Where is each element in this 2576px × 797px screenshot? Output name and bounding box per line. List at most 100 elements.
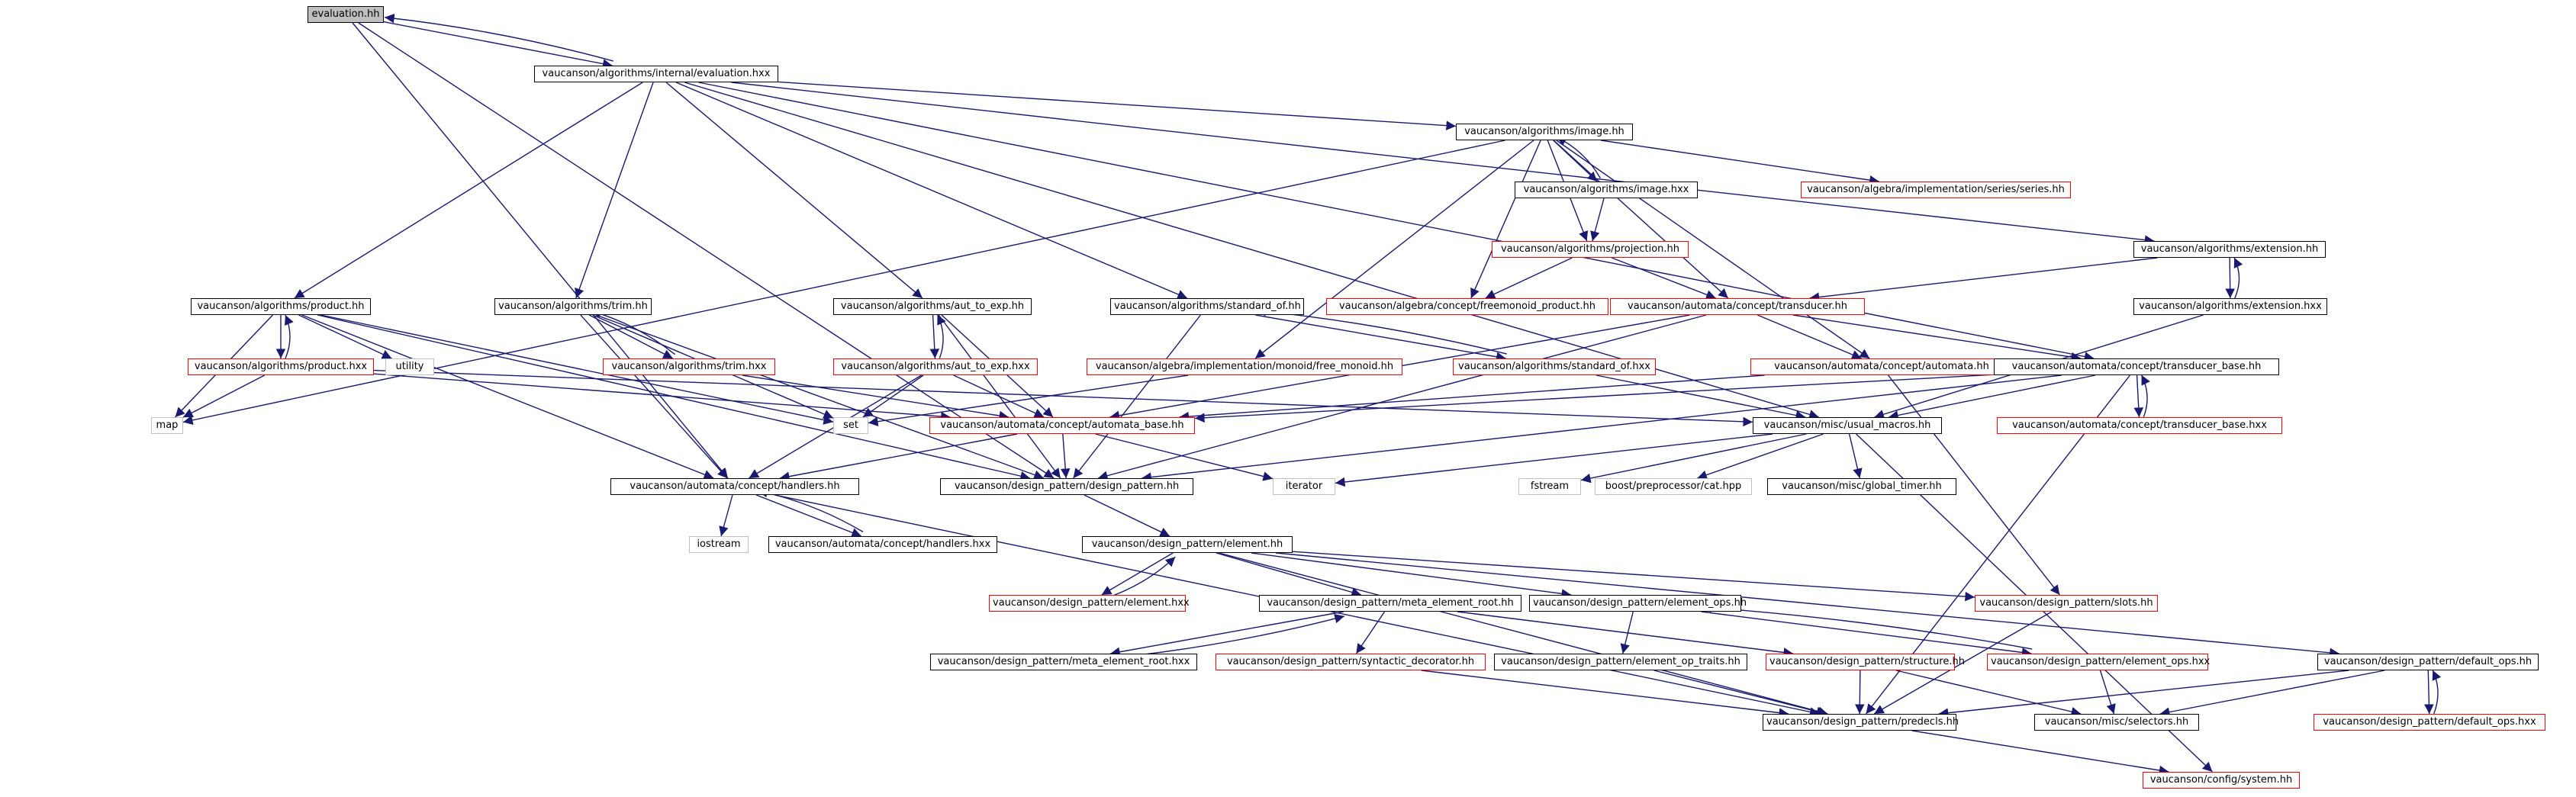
edge-element-hh-to-slots-hh <box>1292 551 1975 602</box>
edge-aut-to-exp-hh-to-aut-to-exp-hxx <box>929 314 940 359</box>
edge-element-ops-hh-to-element-ops-hxx <box>1701 611 2032 657</box>
edge-image-hh-to-series-hh <box>1601 140 1879 185</box>
edge-structure-hh-to-selectors-hh <box>1895 670 2082 717</box>
node-meta-element-root-hxx[interactable]: vaucanson/design_pattern/meta_element_ro… <box>930 654 1197 670</box>
node-handlers-hxx[interactable]: vaucanson/automata/concept/handlers.hxx <box>768 536 997 553</box>
edge-element-hh-to-element-ops-hh <box>1251 552 1572 599</box>
node-meta-element-root-hh[interactable]: vaucanson/design_pattern/meta_element_ro… <box>1259 595 1521 612</box>
edge-image-hh-to-freemonoid-product <box>1470 140 1541 299</box>
edge-predecls-hh-to-system-hh <box>1911 730 2169 776</box>
edge-eval-hxx-to-trim-hh <box>575 82 654 299</box>
edge-image-hxx-to-projection-hh <box>1590 198 1605 242</box>
node-eval-hxx[interactable]: vaucanson/algorithms/internal/evaluation… <box>534 66 778 82</box>
edge-product-hh-to-set <box>320 314 834 425</box>
node-product-hh[interactable]: vaucanson/algorithms/product.hh <box>191 298 371 315</box>
node-usual-macros-hh[interactable]: vaucanson/misc/usual_macros.hh <box>1753 417 1942 434</box>
node-freemonoid-product[interactable]: vaucanson/algebra/concept/freemonoid_pro… <box>1326 298 1608 315</box>
edge-standard-of-hh-to-standard-of-hxx <box>1255 314 1506 362</box>
edge-projection-hh-to-freemonoid-product <box>1485 257 1573 299</box>
node-automata-base-hh[interactable]: vaucanson/automata/concept/automata_base… <box>929 417 1195 434</box>
edge-transducer-base-hh-to-design-pattern-hh <box>1141 374 2062 482</box>
edge-eval-hxx-to-extension-hh <box>731 82 2155 245</box>
node-structure-hh[interactable]: vaucanson/design_pattern/structure.hh <box>1766 654 1965 670</box>
edge-handlers-hh-to-iostream <box>719 494 733 537</box>
node-transducer-base-hxx[interactable]: vaucanson/automata/concept/transducer_ba… <box>1997 417 2282 434</box>
edge-product-hxx-to-product-hh <box>285 314 294 359</box>
node-design-pattern-hh[interactable]: vaucanson/design_pattern/design_pattern.… <box>940 478 1193 495</box>
edge-product-hh-to-handlers-hh <box>301 314 714 480</box>
edge-meta-element-root-hxx-to-meta-element-root-hh <box>1111 613 1345 659</box>
edge-product-hxx-to-map <box>182 374 266 418</box>
edge-meta-element-root-hh-to-syntactic-decorator <box>1355 611 1386 654</box>
node-transducer-base-hh[interactable]: vaucanson/automata/concept/transducer_ba… <box>1994 358 2279 375</box>
edge-root-to-eval-hxx <box>383 21 613 69</box>
edge-image-hxx-to-image-hh <box>1556 136 1601 178</box>
node-projection-hh[interactable]: vaucanson/algorithms/projection.hh <box>1492 241 1689 258</box>
edge-root-to-design-pattern-hh <box>358 22 1055 479</box>
edge-image-hh-to-map <box>182 140 1505 426</box>
edge-meta-element-root-hh-to-structure-hh <box>1457 611 1794 657</box>
node-element-op-traits[interactable]: vaucanson/design_pattern/element_op_trai… <box>1494 654 1747 670</box>
node-automata-hh[interactable]: vaucanson/automata/concept/automata.hh <box>1750 358 2013 375</box>
node-element-ops-hxx[interactable]: vaucanson/design_pattern/element_ops.hxx <box>1987 654 2210 670</box>
node-trim-hxx[interactable]: vaucanson/algorithms/trim.hxx <box>603 358 775 375</box>
node-syntactic-decorator[interactable]: vaucanson/design_pattern/syntactic_decor… <box>1216 654 1486 670</box>
node-boost-cat: boost/preprocessor/cat.hpp <box>1595 478 1752 495</box>
edge-element-ops-hxx-to-selectors-hh <box>2099 670 2116 715</box>
edge-product-hxx-to-usual-macros-hh <box>373 369 1753 427</box>
node-extension-hxx[interactable]: vaucanson/algorithms/extension.hxx <box>2133 298 2327 315</box>
node-extension-hh[interactable]: vaucanson/algorithms/extension.hh <box>2133 241 2326 258</box>
node-image-hh[interactable]: vaucanson/algorithms/image.hh <box>1456 124 1633 140</box>
edge-element-hh-to-predecls-hh <box>1219 552 1828 716</box>
node-global-timer[interactable]: vaucanson/misc/global_timer.hh <box>1767 478 1956 495</box>
node-standard-of-hh[interactable]: vaucanson/algorithms/standard_of.hh <box>1110 298 1304 315</box>
node-transducer-hh[interactable]: vaucanson/automata/concept/transducer.hh <box>1610 298 1865 315</box>
node-selectors-hh[interactable]: vaucanson/misc/selectors.hh <box>2034 714 2199 731</box>
edge-element-hh-to-default-ops-hh <box>1276 552 2339 658</box>
node-slots-hh[interactable]: vaucanson/design_pattern/slots.hh <box>1975 595 2158 612</box>
node-element-hxx[interactable]: vaucanson/design_pattern/element.hxx <box>989 595 1190 612</box>
node-aut-to-exp-hh[interactable]: vaucanson/algorithms/aut_to_exp.hh <box>833 298 1032 315</box>
edge-trim-hh-to-design-pattern-hh <box>595 314 1045 480</box>
edge-default-ops-hh-to-predecls-hh <box>1938 670 2349 718</box>
node-default-ops-hh[interactable]: vaucanson/design_pattern/default_ops.hh <box>2317 654 2539 670</box>
edge-image-hh-to-automata-hh <box>1556 140 1870 359</box>
node-series-hh[interactable]: vaucanson/algebra/implementation/series/… <box>1801 182 2071 198</box>
node-iostream: iostream <box>689 536 749 553</box>
edge-eval-hxx-to-product-hh <box>294 82 643 299</box>
edge-aut-to-exp-hxx-to-set <box>862 374 924 418</box>
node-free-monoid-hh[interactable]: vaucanson/algebra/implementation/monoid/… <box>1087 358 1402 375</box>
edge-product-hh-to-utility <box>298 314 392 359</box>
node-predecls-hh[interactable]: vaucanson/design_pattern/predecls.hh <box>1763 714 1959 731</box>
node-image-hxx[interactable]: vaucanson/algorithms/image.hxx <box>1515 182 1698 198</box>
edge-slots-hh-to-predecls-hh <box>1873 611 2053 715</box>
node-standard-of-hxx[interactable]: vaucanson/algorithms/standard_of.hxx <box>1453 358 1656 375</box>
edge-element-hh-to-meta-element-root-hh <box>1216 552 1362 597</box>
edge-root-to-handlers-hh <box>352 22 729 479</box>
edge-transducer-base-hh-to-automata-base-hh <box>1194 374 1995 423</box>
edge-transducer-hh-to-transducer-base-hh <box>1792 314 2082 362</box>
edge-aut-to-exp-hxx-to-aut-to-exp-hh <box>936 314 946 358</box>
node-element-hh[interactable]: vaucanson/design_pattern/element.hh <box>1082 536 1293 553</box>
edge-projection-hh-to-transducer-hh <box>1612 257 1716 300</box>
edge-element-ops-hh-to-element-op-traits <box>1620 611 1634 654</box>
node-handlers-hh[interactable]: vaucanson/automata/concept/handlers.hh <box>610 478 859 495</box>
node-product-hxx[interactable]: vaucanson/algorithms/product.hxx <box>188 358 374 375</box>
edge-element-hxx-to-element-hh <box>1103 556 1176 599</box>
node-aut-to-exp-hxx[interactable]: vaucanson/algorithms/aut_to_exp.hxx <box>833 358 1038 375</box>
edge-free-monoid-hh-to-set <box>868 374 1189 426</box>
node-element-ops-hh[interactable]: vaucanson/design_pattern/element_ops.hh <box>1529 595 1747 612</box>
node-fstream: fstream <box>1518 478 1581 495</box>
edge-usual-macros-hh-to-fstream <box>1580 433 1807 484</box>
node-default-ops-hxx[interactable]: vaucanson/design_pattern/default_ops.hxx <box>2314 714 2545 731</box>
node-map: map <box>151 417 183 434</box>
edge-usual-macros-hh-to-global-timer <box>1848 433 1863 479</box>
edge-meta-element-root-hh-to-meta-element-root-hxx <box>1110 611 1344 657</box>
node-trim-hh[interactable]: vaucanson/algorithms/trim.hh <box>494 298 652 315</box>
edge-automata-base-hh-to-design-pattern-hh <box>1060 433 1071 479</box>
edge-trim-hxx-to-automata-base-hh <box>742 374 1009 421</box>
node-system-hh[interactable]: vaucanson/config/system.hh <box>2143 772 2300 789</box>
edge-aut-to-exp-hxx-to-automata-base-hh <box>953 374 1045 418</box>
edge-automata-base-hh-to-handlers-hh <box>779 433 1018 481</box>
